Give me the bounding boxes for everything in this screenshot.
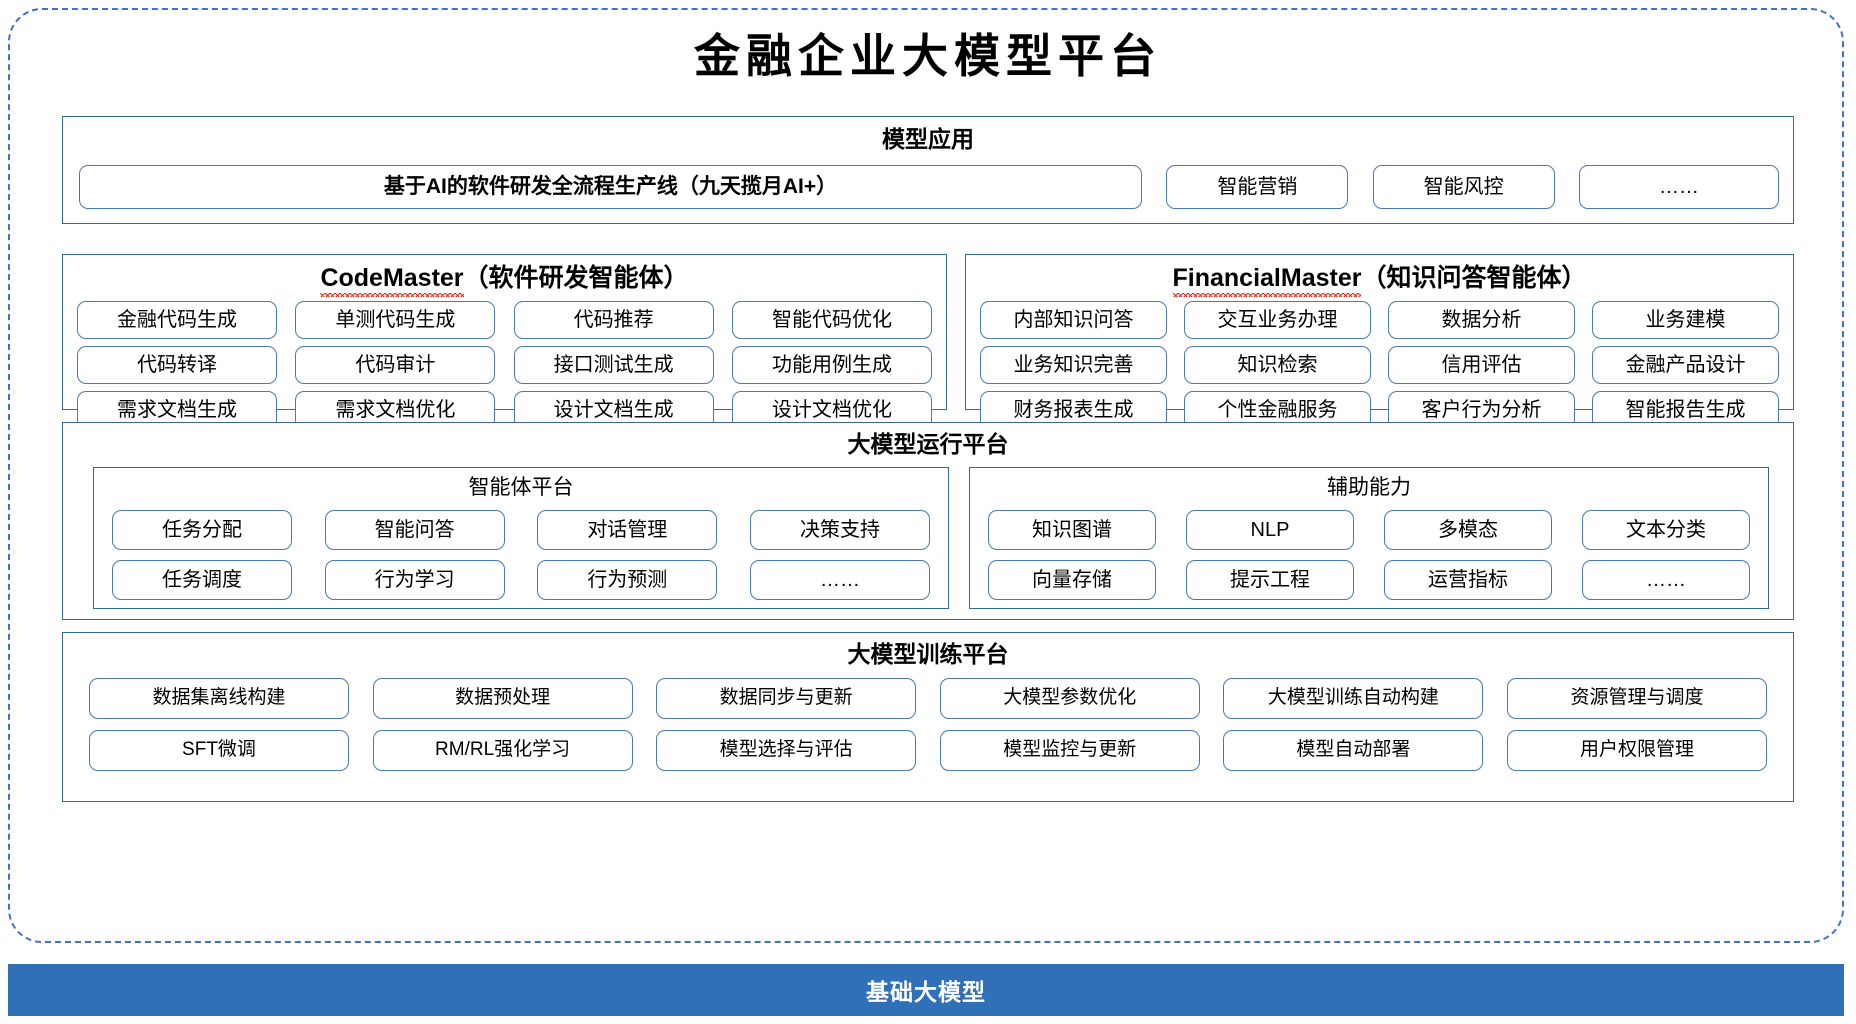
chip-more-auxiliary[interactable]: …… xyxy=(1582,560,1750,600)
chip-row: 任务调度 行为学习 行为预测 …… xyxy=(112,560,930,600)
chip-api-test-gen[interactable]: 接口测试生成 xyxy=(513,346,714,384)
section-title-training-platform: 大模型训练平台 xyxy=(847,641,1009,667)
chip-finance-code-gen[interactable]: 金融代码生成 xyxy=(77,301,277,339)
chip-dialog-management[interactable]: 对话管理 xyxy=(537,510,718,550)
chip-behavior-learning[interactable]: 行为学习 xyxy=(324,560,505,600)
chip-more-agent-platform[interactable]: …… xyxy=(749,560,930,600)
base-model-label: 基础大模型 xyxy=(866,979,986,1005)
chip-ai-sdlc-pipeline[interactable]: 基于AI的软件研发全流程生产线（九天揽月AI+） xyxy=(79,165,1142,209)
chip-data-preprocessing[interactable]: 数据预处理 xyxy=(372,678,633,719)
section-title-codemaster: CodeMaster（软件研发智能体） xyxy=(63,263,946,297)
financialmaster-capability-grid: 内部知识问答 交互业务办理 数据分析 业务建模 业务知识完善 知识检索 信用评估… xyxy=(980,301,1779,429)
codemaster-capability-grid: 金融代码生成 单测代码生成 代码推荐 智能代码优化 代码转译 代码审计 接口测试… xyxy=(77,301,932,429)
section-title-runtime-platform: 大模型运行平台 xyxy=(847,431,1009,457)
chip-model-select-eval[interactable]: 模型选择与评估 xyxy=(656,730,917,771)
chip-model-monitor-update[interactable]: 模型监控与更新 xyxy=(939,730,1200,771)
section-runtime-platform: 大模型运行平台 智能体平台 任务分配 智能问答 对话管理 决策支持 任务调度 行… xyxy=(62,422,1794,620)
chip-interactive-business[interactable]: 交互业务办理 xyxy=(1184,301,1371,339)
chip-business-knowledge-improve[interactable]: 业务知识完善 xyxy=(980,346,1167,384)
section-agent-codemaster: CodeMaster（软件研发智能体） 金融代码生成 单测代码生成 代码推荐 智… xyxy=(62,254,947,429)
agent-name-codemaster: CodeMaster xyxy=(320,263,464,297)
section-title-financialmaster: FinancialMaster（知识问答智能体） xyxy=(966,263,1793,297)
section-agent-financialmaster: FinancialMaster（知识问答智能体） 内部知识问答 交互业务办理 数… xyxy=(965,254,1794,429)
chip-model-auto-deploy[interactable]: 模型自动部署 xyxy=(1223,730,1484,771)
chip-decision-support[interactable]: 决策支持 xyxy=(749,510,930,550)
chip-code-audit[interactable]: 代码审计 xyxy=(295,346,496,384)
section-training-platform: 大模型训练平台 数据集离线构建 数据预处理 数据同步与更新 大模型参数优化 大模… xyxy=(62,632,1794,802)
chip-more-applications[interactable]: …… xyxy=(1578,165,1779,209)
chip-smart-qa[interactable]: 智能问答 xyxy=(324,510,505,550)
chip-data-sync-update[interactable]: 数据同步与更新 xyxy=(656,678,917,719)
chip-behavior-prediction[interactable]: 行为预测 xyxy=(537,560,718,600)
subsection-auxiliary-capability: 辅助能力 知识图谱 NLP 多模态 文本分类 向量存储 提示工程 运营指标 …… xyxy=(969,467,1769,609)
section-model-application: 模型应用 基于AI的软件研发全流程生产线（九天揽月AI+） 智能营销 智能风控 … xyxy=(62,116,1794,224)
chip-vector-store[interactable]: 向量存储 xyxy=(988,560,1156,600)
subsection-agent-platform: 智能体平台 任务分配 智能问答 对话管理 决策支持 任务调度 行为学习 行为预测… xyxy=(93,467,949,609)
chip-row: 金融代码生成 单测代码生成 代码推荐 智能代码优化 xyxy=(77,301,932,339)
subsection-title-agent-platform: 智能体平台 xyxy=(468,476,574,499)
chip-smart-risk-control[interactable]: 智能风控 xyxy=(1372,165,1555,209)
page-title: 金融企业大模型平台 xyxy=(694,31,1162,82)
chip-smart-marketing[interactable]: 智能营销 xyxy=(1166,165,1349,209)
chip-knowledge-graph[interactable]: 知识图谱 xyxy=(988,510,1156,550)
chip-row: 内部知识问答 交互业务办理 数据分析 业务建模 xyxy=(980,301,1779,339)
chip-row: 知识图谱 NLP 多模态 文本分类 xyxy=(988,510,1750,550)
chip-code-recommend[interactable]: 代码推荐 xyxy=(513,301,714,339)
chip-model-param-optimize[interactable]: 大模型参数优化 xyxy=(939,678,1200,719)
training-platform-chip-grid: 数据集离线构建 数据预处理 数据同步与更新 大模型参数优化 大模型训练自动构建 … xyxy=(89,678,1767,771)
chip-row: 任务分配 智能问答 对话管理 决策支持 xyxy=(112,510,930,550)
agent-suffix-financialmaster: （知识问答智能体） xyxy=(1361,264,1587,292)
section-title-model-application: 模型应用 xyxy=(882,126,974,152)
auxiliary-capability-chip-grid: 知识图谱 NLP 多模态 文本分类 向量存储 提示工程 运营指标 …… xyxy=(988,510,1750,600)
chip-financial-product-design[interactable]: 金融产品设计 xyxy=(1592,346,1779,384)
chip-row: 代码转译 代码审计 接口测试生成 功能用例生成 xyxy=(77,346,932,384)
chip-smart-code-optimize[interactable]: 智能代码优化 xyxy=(731,301,932,339)
chip-code-translate[interactable]: 代码转译 xyxy=(77,346,277,384)
chip-data-analysis[interactable]: 数据分析 xyxy=(1388,301,1575,339)
subsection-title-auxiliary-capability: 辅助能力 xyxy=(1327,476,1411,499)
chip-rm-rl-learning[interactable]: RM/RL强化学习 xyxy=(372,730,633,771)
agent-name-financialmaster: FinancialMaster xyxy=(1172,263,1361,297)
base-model-bar: 基础大模型 xyxy=(8,964,1844,1016)
chip-credit-assessment[interactable]: 信用评估 xyxy=(1388,346,1575,384)
agent-platform-chip-grid: 任务分配 智能问答 对话管理 决策支持 任务调度 行为学习 行为预测 …… xyxy=(112,510,930,600)
diagram-frame: 金融企业大模型平台 模型应用 基于AI的软件研发全流程生产线（九天揽月AI+） … xyxy=(8,8,1844,943)
chip-user-permission-mgmt[interactable]: 用户权限管理 xyxy=(1506,730,1767,771)
model-application-chip-row: 基于AI的软件研发全流程生产线（九天揽月AI+） 智能营销 智能风控 …… xyxy=(79,165,1779,209)
chip-row: 数据集离线构建 数据预处理 数据同步与更新 大模型参数优化 大模型训练自动构建 … xyxy=(89,678,1767,719)
chip-internal-knowledge-qa[interactable]: 内部知识问答 xyxy=(980,301,1167,339)
chip-feature-case-gen[interactable]: 功能用例生成 xyxy=(731,346,932,384)
chip-task-scheduling[interactable]: 任务调度 xyxy=(112,560,292,600)
chip-row: 向量存储 提示工程 运营指标 …… xyxy=(988,560,1750,600)
chip-dataset-offline-build[interactable]: 数据集离线构建 xyxy=(89,678,349,719)
chip-nlp[interactable]: NLP xyxy=(1186,510,1354,550)
chip-task-allocation[interactable]: 任务分配 xyxy=(112,510,292,550)
chip-unittest-code-gen[interactable]: 单测代码生成 xyxy=(295,301,496,339)
chip-text-classification[interactable]: 文本分类 xyxy=(1582,510,1750,550)
chip-training-auto-build[interactable]: 大模型训练自动构建 xyxy=(1223,678,1484,719)
chip-sft-finetune[interactable]: SFT微调 xyxy=(89,730,349,771)
chip-row: 业务知识完善 知识检索 信用评估 金融产品设计 xyxy=(980,346,1779,384)
chip-operation-metrics[interactable]: 运营指标 xyxy=(1384,560,1552,600)
chip-business-modeling[interactable]: 业务建模 xyxy=(1592,301,1779,339)
chip-multimodal[interactable]: 多模态 xyxy=(1384,510,1552,550)
chip-prompt-engineering[interactable]: 提示工程 xyxy=(1186,560,1354,600)
chip-knowledge-retrieval[interactable]: 知识检索 xyxy=(1184,346,1371,384)
agent-suffix-codemaster: （软件研发智能体） xyxy=(463,264,689,292)
chip-row: SFT微调 RM/RL强化学习 模型选择与评估 模型监控与更新 模型自动部署 用… xyxy=(89,730,1767,771)
chip-resource-mgmt-schedule[interactable]: 资源管理与调度 xyxy=(1506,678,1767,719)
